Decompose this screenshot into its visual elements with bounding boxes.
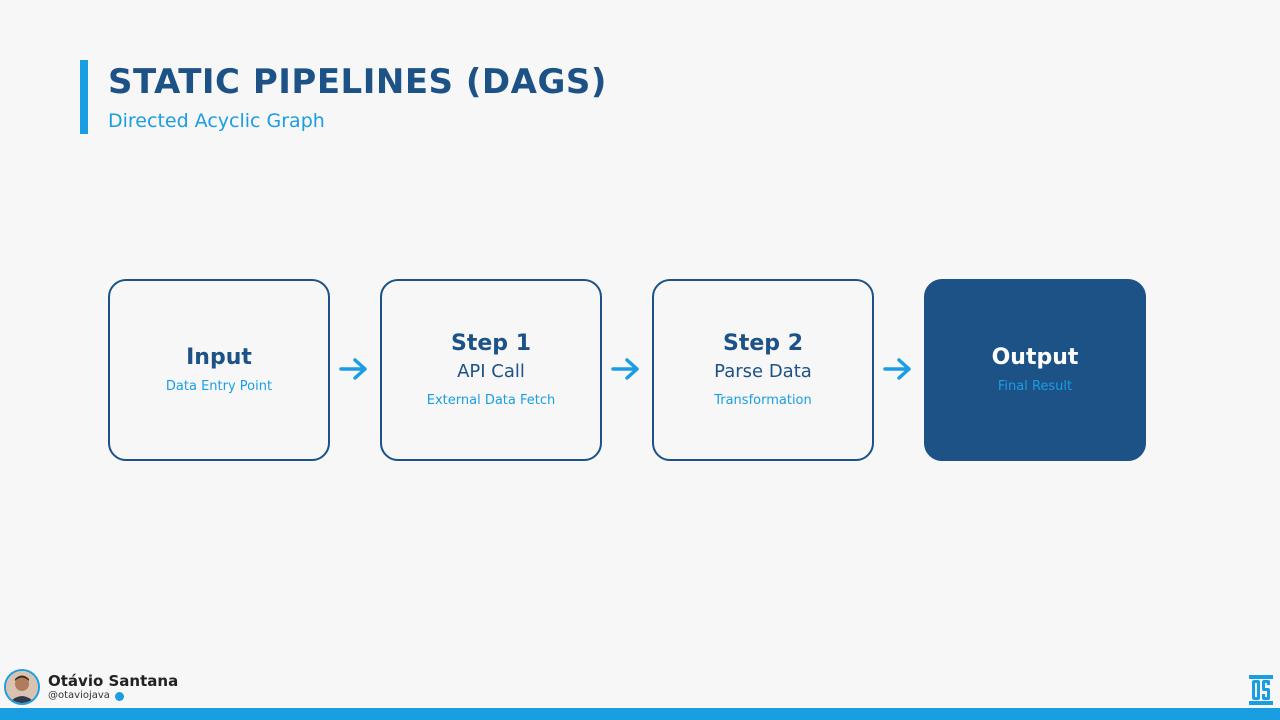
node-step-2-label: Parse Data bbox=[714, 361, 812, 382]
footer-bar bbox=[0, 708, 1280, 720]
pipeline-diagram: Input Data Entry Point Step 1 API Call E… bbox=[108, 279, 1146, 461]
node-step-1-label: API Call bbox=[457, 361, 525, 382]
node-step-2-title: Step 2 bbox=[723, 331, 803, 356]
os-logo-icon bbox=[1249, 675, 1273, 705]
arrow-right-icon bbox=[611, 358, 639, 380]
verified-badge-icon bbox=[114, 691, 124, 701]
node-step-2: Step 2 Parse Data Transformation bbox=[652, 279, 874, 461]
title-block: STATIC PIPELINES (DAGS) Directed Acyclic… bbox=[80, 60, 607, 134]
node-step-1-description: External Data Fetch bbox=[426, 393, 556, 408]
arrow-right-icon bbox=[339, 358, 367, 380]
author-handle-row: @otaviojava bbox=[48, 690, 178, 702]
node-input-title: Input bbox=[186, 345, 252, 370]
node-input-description: Data Entry Point bbox=[165, 379, 273, 394]
avatar bbox=[4, 669, 40, 705]
node-step-2-description: Transformation bbox=[714, 393, 812, 408]
avatar-portrait-icon bbox=[6, 671, 38, 703]
author-text: Otávio Santana @otaviojava bbox=[48, 672, 178, 702]
arrow-right-icon bbox=[883, 358, 911, 380]
node-step-1: Step 1 API Call External Data Fetch bbox=[380, 279, 602, 461]
node-input: Input Data Entry Point bbox=[108, 279, 330, 461]
author-badge: Otávio Santana @otaviojava bbox=[4, 667, 178, 707]
node-output-description: Final Result bbox=[997, 379, 1073, 394]
node-output: Output Final Result bbox=[924, 279, 1146, 461]
node-output-title: Output bbox=[991, 345, 1079, 370]
author-name: Otávio Santana bbox=[48, 672, 179, 690]
page-title: STATIC PIPELINES (DAGS) bbox=[108, 62, 607, 102]
node-step-1-title: Step 1 bbox=[451, 331, 531, 356]
author-handle: @otaviojava bbox=[48, 690, 110, 701]
page-subtitle: Directed Acyclic Graph bbox=[108, 110, 325, 132]
